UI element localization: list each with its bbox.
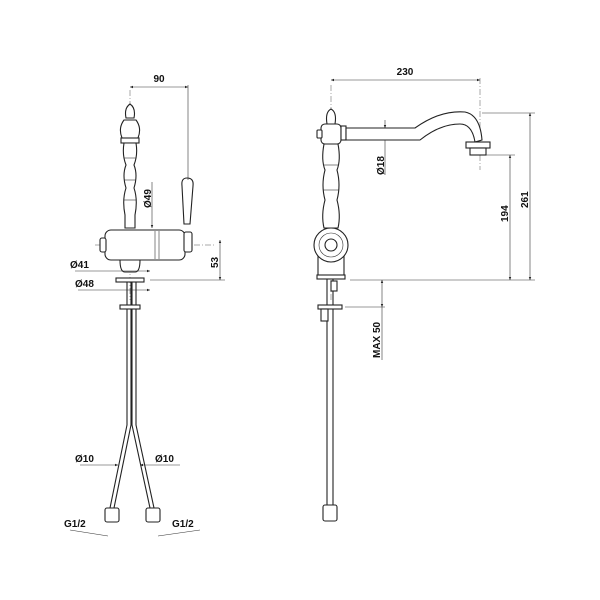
dim-hose-left: Ø10 [75, 454, 94, 465]
dim-spout-diameter: Ø18 [376, 156, 387, 175]
front-view: 90 Ø49 Ø41 Ø48 53 Ø10 Ø10 G1/2 G1/2 [64, 74, 225, 537]
dim-spout-height-194: 194 [500, 205, 511, 222]
side-view: 230 Ø18 194 261 MAX 50 [313, 67, 535, 522]
dim-base-outer-diameter: Ø48 [75, 279, 94, 290]
thread-left: G1/2 [64, 519, 86, 530]
thread-right: G1/2 [172, 519, 194, 530]
dim-max-deck-thickness: MAX 50 [372, 321, 383, 358]
dim-base-inner-diameter: Ø41 [70, 260, 89, 271]
dim-body-diameter: Ø49 [143, 189, 154, 208]
dim-height-53: 53 [210, 256, 221, 268]
dim-reach-230: 230 [397, 67, 414, 78]
dim-hose-right: Ø10 [155, 454, 174, 465]
dim-total-height-261: 261 [520, 191, 531, 208]
dim-width-90: 90 [153, 74, 165, 85]
